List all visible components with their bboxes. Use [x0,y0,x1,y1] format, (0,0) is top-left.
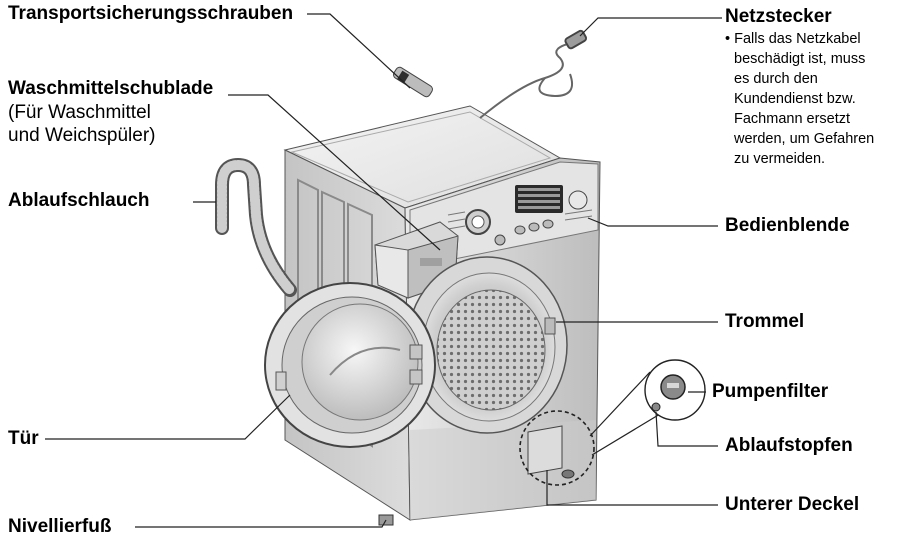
note-line: • Falls das Netzkabel [725,31,861,47]
note-line: Fachmann ersetzt [734,111,851,127]
note-line: beschädigt ist, muss [734,51,866,67]
pump-filter-detail [644,359,706,421]
label-lower-cover: Unterer Deckel [725,494,860,515]
drum [406,256,568,434]
label-control-panel: Bedienblende [725,215,850,236]
drain-hose [215,157,297,297]
label-door: Tür [8,428,39,449]
label-drain-stopper: Ablaufstopfen [725,435,853,456]
lower-cover [527,425,575,479]
note-line: es durch den [734,71,818,87]
label-drum: Trommel [725,311,805,332]
label-detergent-drawer-sub2: und Weichspüler) [8,125,156,146]
label-leveling-foot: Nivellierfuß [8,516,112,537]
label-detergent-drawer-sub1: (Für Waschmittel [8,102,151,123]
note-line: werden, um Gefahren [734,131,875,147]
open-door [264,282,436,448]
zoom-circle [519,410,595,486]
leader-lines [45,13,722,528]
label-transport-bolts: Transportsicherungsschrauben [8,3,294,24]
label-pump-filter: Pumpenfilter [712,381,829,402]
label-power-plug: Netzstecker [725,6,832,27]
note-line: zu vermeiden. [734,151,826,167]
label-detergent-drawer: Waschmittelschublade [8,78,214,99]
power-cord [479,29,588,119]
note-line: Kundendienst bzw. [734,91,856,107]
transport-bolt [393,66,433,98]
label-drain-hose: Ablaufschlauch [8,190,150,211]
